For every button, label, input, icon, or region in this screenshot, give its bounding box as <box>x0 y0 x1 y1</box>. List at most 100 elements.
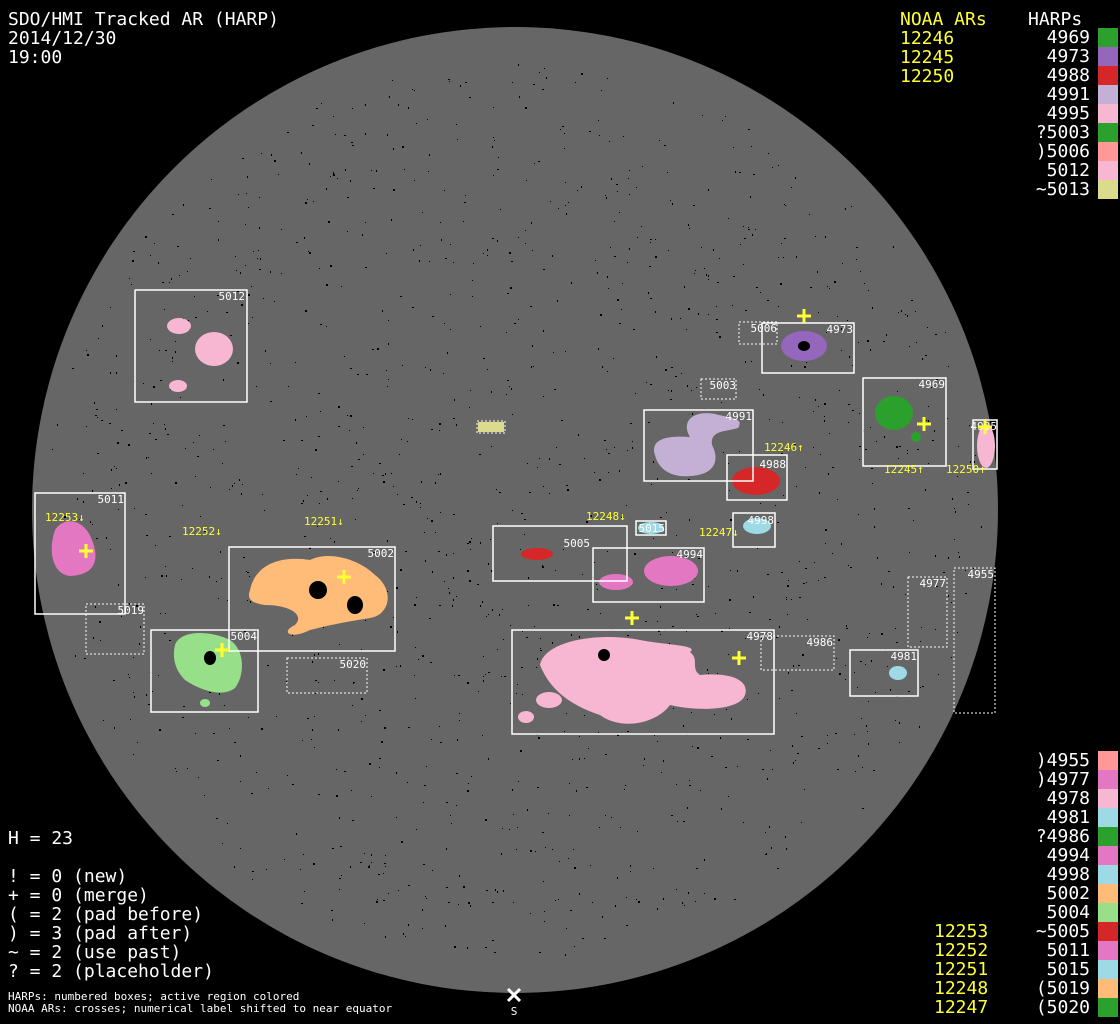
region-5011 <box>51 521 96 576</box>
speckle <box>207 311 208 312</box>
speckle <box>868 701 869 702</box>
speckle <box>781 572 783 573</box>
speckle <box>467 543 469 544</box>
speckle <box>336 769 337 770</box>
speckle <box>497 523 498 524</box>
speckle <box>278 174 279 175</box>
speckle <box>673 102 674 104</box>
legend-item: ( = 2 (pad before) <box>8 904 204 925</box>
speckle <box>422 928 423 929</box>
speckle <box>548 813 549 814</box>
harp-label: 4969 <box>919 378 946 391</box>
speckle <box>153 423 154 424</box>
speckle <box>886 334 887 336</box>
speckle <box>627 450 628 451</box>
speckle <box>248 207 249 208</box>
speckle <box>719 336 721 338</box>
speckle <box>540 638 541 639</box>
speckle <box>439 423 441 425</box>
speckle <box>970 461 971 463</box>
speckle <box>858 514 859 515</box>
speckle <box>579 736 580 737</box>
speckle <box>428 171 429 172</box>
harp-count: H = 23 <box>8 828 74 849</box>
speckle <box>286 681 287 682</box>
speckle <box>463 886 465 888</box>
speckle <box>308 251 309 252</box>
speckle <box>427 518 428 519</box>
speckle <box>629 248 630 250</box>
speckle <box>729 599 731 601</box>
speckle <box>195 317 197 318</box>
speckle <box>248 717 249 718</box>
speckle <box>841 543 842 545</box>
speckle <box>877 557 878 559</box>
speckle <box>449 592 450 594</box>
sunspot <box>598 649 610 661</box>
legend-item: ! = 0 (new) <box>8 866 128 887</box>
speckle <box>510 625 511 626</box>
speckle <box>637 831 638 832</box>
speckle <box>520 750 522 752</box>
speckle <box>922 686 924 687</box>
speckle <box>897 391 898 392</box>
speckle <box>794 443 796 445</box>
speckle <box>326 326 327 327</box>
speckle <box>767 300 769 301</box>
speckle <box>626 505 627 506</box>
speckle <box>176 483 177 484</box>
speckle <box>244 638 245 639</box>
speckle <box>307 718 309 719</box>
speckle <box>237 362 239 364</box>
speckle <box>194 296 195 297</box>
speckle <box>480 542 481 544</box>
speckle <box>694 578 695 579</box>
speckle <box>849 356 850 358</box>
speckle <box>251 286 252 287</box>
speckle <box>351 466 353 467</box>
speckle <box>393 189 395 191</box>
speckle <box>604 440 606 441</box>
sunspot <box>309 581 327 599</box>
speckle <box>530 913 531 914</box>
speckle <box>565 205 566 206</box>
speckle <box>615 905 616 907</box>
speckle <box>539 952 541 953</box>
speckle <box>788 580 789 581</box>
speckle <box>549 458 550 460</box>
speckle <box>783 257 784 258</box>
speckle <box>502 609 503 610</box>
speckle <box>861 718 862 719</box>
speckle <box>444 581 445 582</box>
speckle <box>379 758 381 759</box>
speckle <box>350 866 351 868</box>
speckle <box>229 489 230 490</box>
speckle <box>747 739 749 740</box>
speckle <box>98 338 99 339</box>
speckle <box>388 379 389 380</box>
speckle <box>781 243 782 244</box>
speckle <box>169 536 171 537</box>
speckle <box>373 473 374 474</box>
legend-item: ) = 3 (pad after) <box>8 923 193 944</box>
speckle <box>596 584 597 585</box>
speckle <box>661 772 662 773</box>
speckle <box>814 562 815 563</box>
speckle <box>453 599 454 601</box>
speckle <box>480 326 481 327</box>
speckle <box>756 287 758 288</box>
speckle <box>482 735 483 736</box>
speckle <box>521 513 523 514</box>
speckle <box>561 420 563 421</box>
speckle <box>175 341 176 342</box>
speckle <box>909 552 910 553</box>
speckle <box>799 561 800 562</box>
speckle <box>598 348 599 350</box>
region-5013 <box>478 422 504 432</box>
speckle <box>210 487 211 488</box>
speckle <box>569 783 570 784</box>
speckle <box>366 374 368 375</box>
speckle <box>152 691 153 692</box>
harp-box-5012 <box>134 289 248 403</box>
